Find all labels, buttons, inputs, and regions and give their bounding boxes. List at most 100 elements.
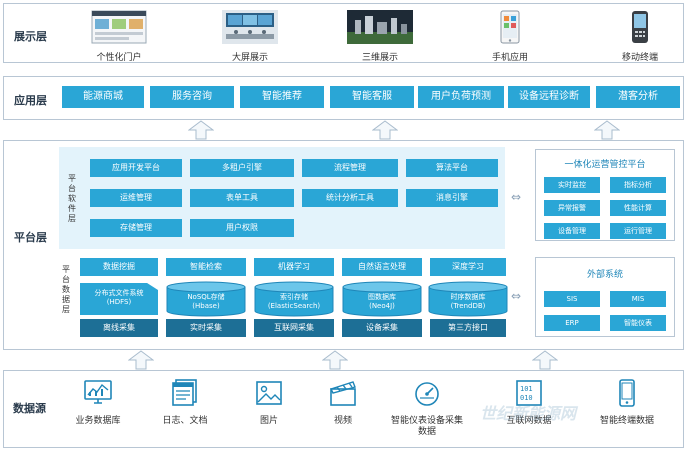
collect-item[interactable]: 互联网采集 bbox=[254, 319, 334, 337]
storage-name: 图数据库 bbox=[368, 293, 396, 301]
platform-software-label: 平台软件层 bbox=[68, 174, 76, 223]
app-item-energy-mall[interactable]: 能源商城 bbox=[62, 86, 144, 108]
application-layer: 应用层 能源商城 服务咨询 智能推荐 智能客服 用户负荷预测 设备远程诊断 潜客… bbox=[3, 76, 684, 120]
storage-label-hbase: NoSQL存储 (Hbase) bbox=[166, 293, 246, 311]
storage-cylinder-trenddb bbox=[428, 281, 508, 317]
storage-cylinder-elasticsearch bbox=[254, 281, 334, 317]
gauge-meter-icon bbox=[415, 382, 439, 406]
ops-item[interactable]: 指标分析 bbox=[610, 177, 666, 193]
presentation-item-label: 大屏展示 bbox=[231, 53, 268, 63]
software-item[interactable]: 算法平台 bbox=[406, 159, 498, 177]
up-arrow-icon bbox=[532, 350, 558, 370]
app-item-consulting[interactable]: 服务咨询 bbox=[150, 86, 234, 108]
ops-item[interactable]: 实时监控 bbox=[544, 177, 600, 193]
source-item-logs: 日志、文档 bbox=[140, 378, 230, 427]
data-item[interactable]: 数据挖掘 bbox=[80, 258, 158, 276]
mobile-app-icon bbox=[500, 10, 520, 44]
software-item[interactable]: 存储管理 bbox=[90, 219, 182, 237]
svg-text:010: 010 bbox=[520, 394, 533, 402]
app-item-remote-diagnosis[interactable]: 设备远程诊断 bbox=[508, 86, 590, 108]
up-arrow-icon bbox=[128, 350, 154, 370]
collect-item[interactable]: 设备采集 bbox=[342, 319, 422, 337]
platform-data-label: 平台数据层 bbox=[62, 265, 70, 314]
collect-item[interactable]: 离线采集 bbox=[80, 319, 158, 337]
storage-cylinder-neo4j bbox=[342, 281, 422, 317]
presentation-item-mobile-terminal: 移动终端 bbox=[590, 10, 687, 63]
svg-text:101: 101 bbox=[520, 385, 533, 393]
software-item[interactable]: 多租户引擎 bbox=[190, 159, 294, 177]
software-item[interactable]: 消息引擎 bbox=[406, 189, 498, 207]
ops-item[interactable]: 异常报警 bbox=[544, 200, 600, 216]
source-item-video: 视频 bbox=[298, 378, 388, 427]
source-item-label: 日志、文档 bbox=[162, 416, 208, 426]
external-system-title: 外部系统 bbox=[586, 270, 623, 280]
data-item[interactable]: 机器学习 bbox=[254, 258, 334, 276]
data-item[interactable]: 智能检索 bbox=[166, 258, 246, 276]
control-room-icon bbox=[222, 10, 278, 44]
platform-layer-label: 平台层 bbox=[14, 231, 47, 244]
storage-name: 分布式文件系统 bbox=[94, 289, 144, 297]
document-window-icon bbox=[172, 379, 197, 406]
external-item[interactable]: ERP bbox=[544, 315, 600, 331]
application-layer-label: 应用层 bbox=[14, 94, 47, 107]
storage-sub: (Hbase) bbox=[192, 302, 220, 310]
image-icon bbox=[256, 381, 282, 405]
ops-item[interactable]: 运行管理 bbox=[610, 223, 666, 239]
ops-platform-title: 一体化运营管控平台 bbox=[564, 160, 646, 170]
software-item[interactable]: 运维管理 bbox=[90, 189, 182, 207]
ops-platform-box: 一体化运营管控平台 实时监控 指标分析 异常报警 性能计算 设备管理 运行管理 bbox=[535, 149, 675, 241]
software-item[interactable]: 表单工具 bbox=[190, 189, 294, 207]
presentation-layer-label: 展示层 bbox=[14, 30, 47, 43]
storage-label-elasticsearch: 索引存储 (ElasticSearch) bbox=[254, 293, 334, 311]
software-item[interactable]: 统计分析工具 bbox=[302, 189, 398, 207]
software-item[interactable]: 用户权限 bbox=[190, 219, 294, 237]
storage-name: 时序数据库 bbox=[450, 293, 486, 301]
dashboard-monitor-icon bbox=[84, 380, 112, 404]
watermark: 世纪新能源网 bbox=[480, 404, 577, 423]
up-arrow-icon bbox=[322, 350, 348, 370]
storage-sub: (Neo4J) bbox=[369, 302, 395, 310]
presentation-item-portal: 个性化门户 bbox=[69, 10, 169, 63]
storage-hdfs: 分布式文件系统 (HDFS) bbox=[80, 283, 158, 315]
presentation-layer: 展示层 个性化门户 大屏展示 bbox=[3, 3, 684, 63]
app-item-prospect-analysis[interactable]: 潜客分析 bbox=[596, 86, 680, 108]
smart-terminal-icon bbox=[619, 379, 635, 407]
storage-label-trenddb: 时序数据库 (TrendDB) bbox=[428, 293, 508, 311]
software-item[interactable]: 应用开发平台 bbox=[90, 159, 182, 177]
portal-screenshot-icon bbox=[91, 10, 147, 44]
presentation-item-label: 个性化门户 bbox=[96, 53, 142, 63]
presentation-item-3d: 三维展示 bbox=[330, 10, 430, 63]
storage-sub: (ElasticSearch) bbox=[267, 302, 321, 310]
software-item[interactable]: 流程管理 bbox=[302, 159, 398, 177]
app-item-recommend[interactable]: 智能推荐 bbox=[240, 86, 324, 108]
presentation-item-label: 三维展示 bbox=[361, 53, 398, 63]
data-source-layer-label: 数据源 bbox=[13, 402, 46, 415]
storage-cylinder-hbase bbox=[166, 281, 246, 317]
platform-layer: 平台层 平台软件层 应用开发平台 多租户引擎 流程管理 算法平台 运维管理 表单… bbox=[3, 140, 684, 350]
external-item[interactable]: SIS bbox=[544, 291, 600, 307]
video-clapper-icon bbox=[330, 381, 356, 406]
data-item[interactable]: 自然语言处理 bbox=[342, 258, 422, 276]
external-item[interactable]: 智能仪表 bbox=[610, 315, 666, 331]
source-item-label: 视频 bbox=[333, 416, 352, 426]
app-item-customer-service[interactable]: 智能客服 bbox=[330, 86, 414, 108]
source-item-internet: 101 010 互联网数据 bbox=[484, 378, 574, 427]
collect-item[interactable]: 实时采集 bbox=[166, 319, 246, 337]
source-item-label: 智能仪表设备采集数据 bbox=[390, 416, 463, 437]
presentation-item-mobile-app: 手机应用 bbox=[460, 10, 560, 63]
storage-sub: (TrendDB) bbox=[450, 302, 486, 310]
source-item-label: 业务数据库 bbox=[75, 416, 121, 426]
ops-item[interactable]: 性能计算 bbox=[610, 200, 666, 216]
collect-item[interactable]: 第三方接口 bbox=[430, 319, 506, 337]
presentation-item-label: 手机应用 bbox=[491, 53, 528, 63]
data-item[interactable]: 深度学习 bbox=[430, 258, 506, 276]
up-arrow-icon bbox=[594, 120, 620, 140]
ops-item[interactable]: 设备管理 bbox=[544, 223, 600, 239]
storage-name: NoSQL存储 bbox=[187, 293, 225, 301]
external-item[interactable]: MIS bbox=[610, 291, 666, 307]
presentation-item-label: 移动终端 bbox=[621, 53, 658, 63]
app-item-load-forecast[interactable]: 用户负荷预测 bbox=[418, 86, 504, 108]
binary-data-icon: 101 010 bbox=[516, 380, 542, 406]
storage-name: 索引存储 bbox=[280, 293, 308, 301]
bidirectional-arrow-icon: ⇔ bbox=[511, 190, 522, 204]
